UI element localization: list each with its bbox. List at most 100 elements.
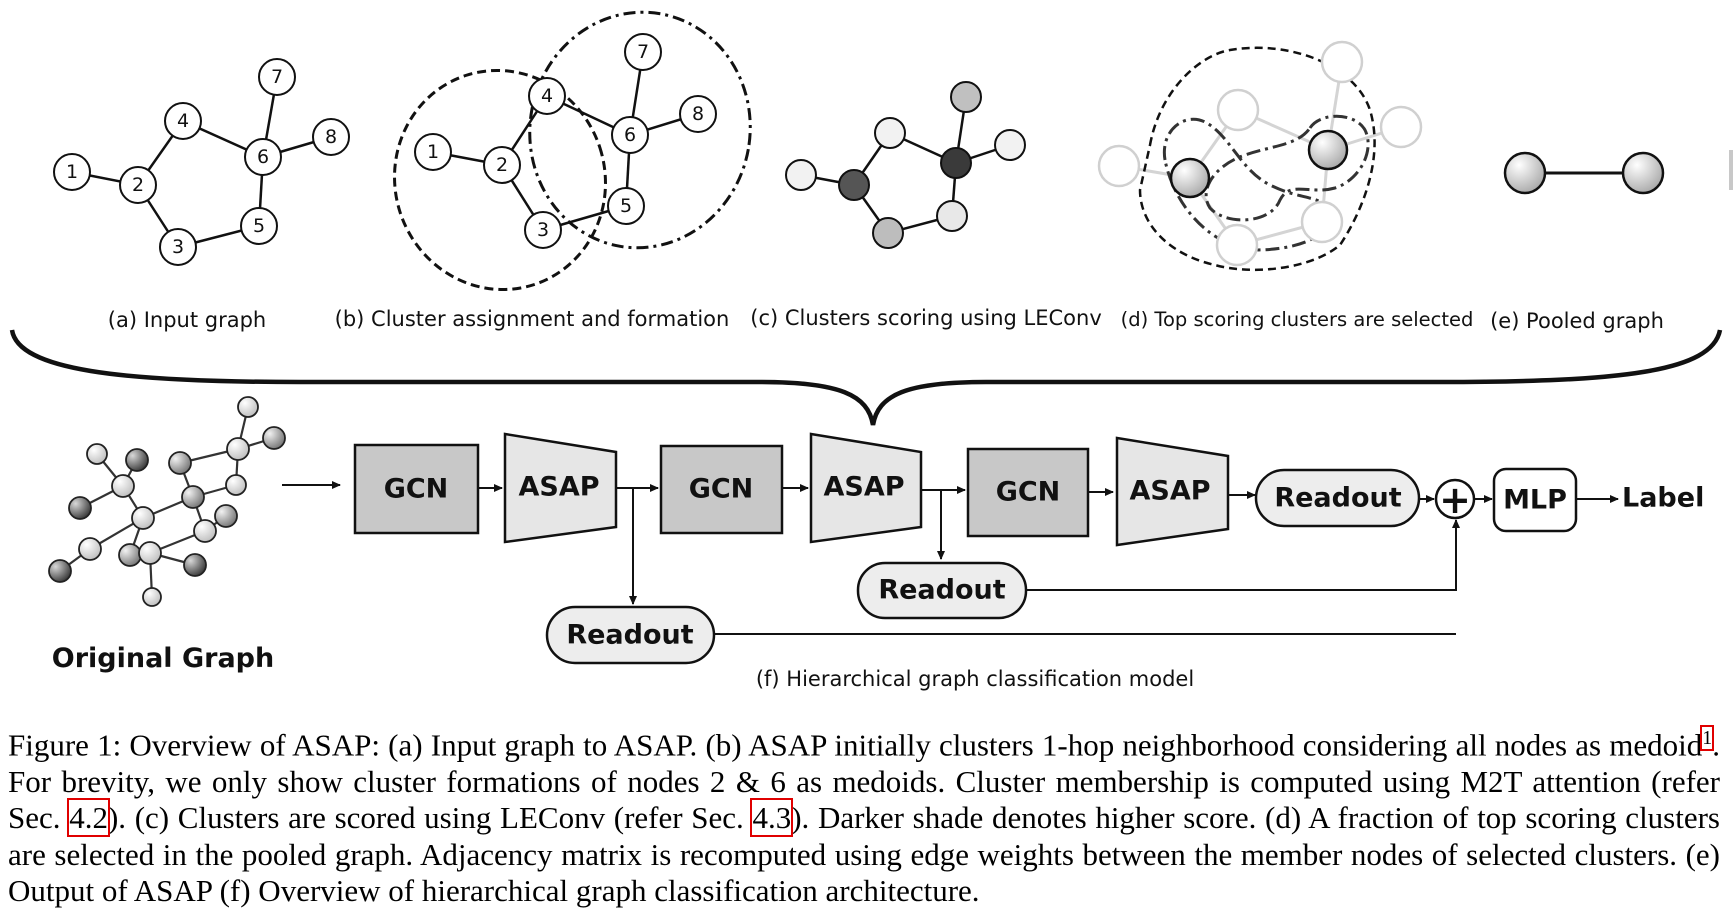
readout-label: Readout — [566, 620, 693, 651]
node-label: 8 — [325, 126, 337, 148]
node-label: 6 — [257, 146, 269, 168]
gcn-label: GCN — [384, 474, 449, 505]
molecule-node — [214, 504, 238, 528]
molecule-node — [86, 443, 108, 465]
mlp-block — [1492, 467, 1578, 533]
graph-node — [164, 102, 202, 140]
molecule-node — [125, 448, 149, 472]
molecule-node — [262, 426, 286, 450]
asap-label: ASAP — [1129, 476, 1210, 507]
original-graph-label: Original Graph — [52, 643, 274, 674]
scored-node — [838, 169, 870, 201]
scrollbar[interactable] — [1727, 0, 1733, 917]
scored-node — [940, 147, 972, 179]
molecule-node — [168, 451, 192, 475]
node-label: 3 — [537, 219, 549, 241]
panel-d-selected-clusters — [1097, 40, 1423, 272]
dropped-node — [1379, 105, 1423, 149]
gcn-label: GCN — [996, 477, 1061, 508]
molecule-node — [181, 485, 205, 509]
gcn-block-3 — [966, 447, 1090, 538]
panel-a-node-labels: 1 2 3 4 5 6 7 8 — [66, 66, 337, 258]
asap-block-2 — [809, 432, 923, 544]
caption-text: ). (c) Clusters are scored using LEConv … — [107, 800, 753, 836]
scored-node — [936, 200, 968, 232]
graph-node — [528, 77, 566, 115]
readout-block-2 — [856, 561, 1028, 620]
selected-cluster-node — [1169, 157, 1211, 199]
cluster-node-2 — [393, 68, 607, 292]
panel-e-caption: (e) Pooled graph — [1490, 309, 1664, 333]
dropped-node — [1097, 144, 1141, 188]
molecule-node — [78, 537, 102, 561]
graph-node — [244, 138, 282, 176]
graph-node — [159, 228, 197, 266]
node-label: 3 — [172, 236, 184, 258]
node-label: 2 — [496, 154, 508, 176]
sum-node — [1434, 478, 1476, 520]
node-label: 6 — [624, 124, 636, 146]
molecule-node — [111, 474, 135, 498]
graph-node — [524, 211, 562, 249]
node-label: 2 — [132, 174, 144, 196]
panel-f-caption: (f) Hierarchical graph classification mo… — [756, 667, 1194, 691]
panel-c-caption: (c) Clusters scoring using LEConv — [750, 306, 1102, 330]
graph-node — [53, 153, 91, 191]
panel-a-caption: (a) Input graph — [108, 308, 266, 332]
molecule-node — [226, 437, 250, 461]
node-label: 4 — [541, 85, 553, 107]
panel-d-caption: (d) Top scoring clusters are selected — [1121, 308, 1474, 331]
molecule-node — [131, 506, 155, 530]
output-label: Label — [1622, 483, 1704, 514]
graph-node — [611, 116, 649, 154]
scored-node — [872, 217, 904, 249]
footnote-link[interactable]: 1 — [1700, 725, 1715, 751]
graph-node — [258, 58, 296, 96]
node-label: 1 — [427, 141, 439, 163]
scored-node — [874, 117, 906, 149]
mlp-label: MLP — [1503, 485, 1567, 516]
section-ref-link[interactable]: 4.2 — [67, 798, 110, 838]
dropped-node — [1300, 200, 1344, 244]
plus-icon: + — [1439, 478, 1471, 522]
figure-caption: Figure 1: Overview of ASAP: (a) Input gr… — [8, 720, 1720, 910]
molecule-node — [138, 541, 162, 565]
readout-label: Readout — [1274, 483, 1401, 514]
molecule-node — [183, 553, 207, 577]
node-label: 7 — [637, 41, 649, 63]
caption-lead: Figure 1: Overview of ASAP: (a) Input gr… — [8, 727, 1703, 763]
node-label: 8 — [692, 103, 704, 125]
dropped-node — [1320, 40, 1364, 84]
scored-node — [994, 129, 1026, 161]
node-label: 5 — [620, 195, 632, 217]
selected-cluster-node — [1307, 129, 1349, 171]
readout-label: Readout — [878, 575, 1005, 606]
panel-a-input-graph — [71, 76, 332, 249]
molecule-node — [142, 587, 162, 607]
molecule-node — [48, 559, 72, 583]
caption-text: ). Darker shade denotes higher score. (d… — [8, 800, 1720, 909]
gcn-block-1 — [353, 443, 480, 535]
pooled-node — [1621, 151, 1665, 195]
readout-block-1 — [545, 605, 716, 665]
node-label: 1 — [66, 161, 78, 183]
pooled-node — [1503, 151, 1547, 195]
molecule-node — [193, 519, 217, 543]
molecule-node — [118, 543, 142, 567]
section-ref-link[interactable]: 4.3 — [750, 798, 794, 838]
graph-node — [607, 187, 645, 225]
node-label: 7 — [271, 66, 283, 88]
node-label: 5 — [253, 215, 265, 237]
graph-node — [624, 33, 662, 71]
graph-node — [483, 146, 521, 184]
scored-node — [950, 81, 982, 113]
asap-block-3 — [1115, 436, 1230, 547]
molecule-node — [225, 474, 247, 496]
graph-node — [240, 207, 278, 245]
gcn-block-2 — [659, 444, 784, 535]
scrollbar-thumb[interactable] — [1729, 150, 1733, 190]
caption-text: . For brevity, we only show cluster form… — [8, 727, 1720, 836]
cluster-node-6 — [528, 10, 752, 250]
